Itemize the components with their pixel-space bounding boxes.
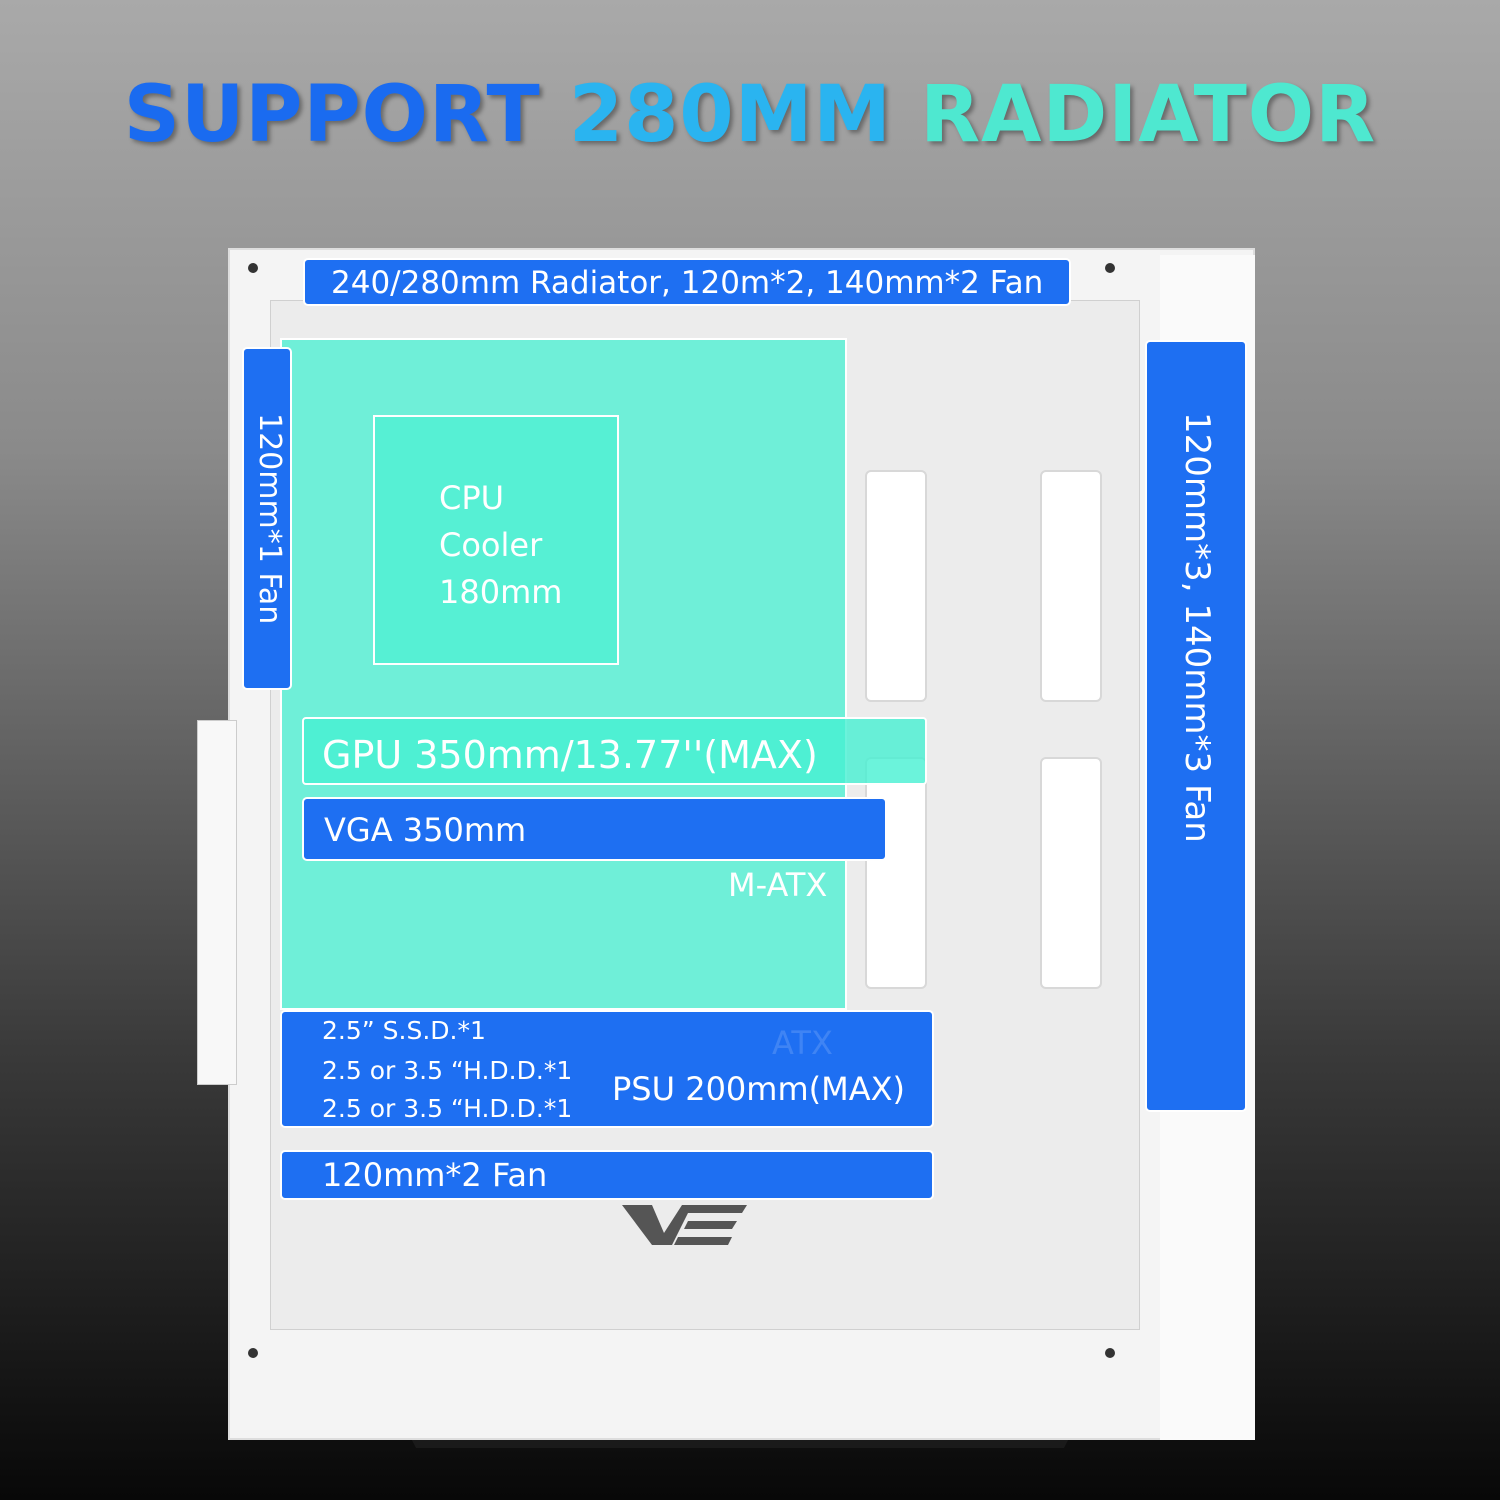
atx-label: ATX <box>772 1024 833 1062</box>
psu-length-label: PSU 200mm(MAX) <box>612 1070 906 1108</box>
rear-fan-label: 120mm*1 Fan <box>242 347 292 690</box>
screw <box>248 263 258 273</box>
screw <box>248 1348 258 1358</box>
screw <box>1105 263 1115 273</box>
drive-hdd: 2.5 or 3.5 “H.D.D.*1 <box>322 1094 573 1123</box>
cable-cutout <box>865 757 927 989</box>
screw <box>1105 1348 1115 1358</box>
cable-cutout <box>1040 757 1102 989</box>
rear-fan-text: 120mm*1 Fan <box>252 413 287 625</box>
drive-hdd: 2.5 or 3.5 “H.D.D.*1 <box>322 1056 573 1085</box>
headline-word-radiator: RADIATOR <box>920 70 1377 160</box>
headline: SUPPORT 280MM RADIATOR <box>0 70 1500 160</box>
psu-drive-label: ATX 2.5” S.S.D.*1 2.5 or 3.5 “H.D.D.*1 2… <box>280 1010 934 1128</box>
cable-cutout <box>865 470 927 702</box>
headline-word-support: SUPPORT <box>123 70 541 160</box>
brand-logo-icon <box>622 1205 747 1245</box>
gpu-length-label: GPU 350mm/13.77''(MAX) <box>302 717 927 785</box>
drive-ssd: 2.5” S.S.D.*1 <box>322 1016 486 1045</box>
bottom-fan-label: 120mm*2 Fan <box>280 1150 934 1200</box>
cooler-height-label: 180mm <box>439 573 563 611</box>
rear-io-bracket <box>197 720 237 1085</box>
cpu-cooler-area: CPU Cooler 180mm <box>373 415 619 665</box>
headline-word-280mm: 280MM <box>568 70 892 160</box>
cooler-label: Cooler <box>439 526 543 564</box>
top-radiator-label: 240/280mm Radiator, 120m*2, 140mm*2 Fan <box>303 258 1071 306</box>
vga-label: VGA 350mm <box>302 797 887 861</box>
cpu-label: CPU <box>439 479 505 517</box>
cable-cutout <box>1040 470 1102 702</box>
front-fan-text: 120mm*3, 140mm*3 Fan <box>1177 412 1217 843</box>
front-fan-label: 120mm*3, 140mm*3 Fan <box>1145 340 1247 1112</box>
brand-logo <box>622 1198 747 1258</box>
matx-label: M-ATX <box>728 866 828 904</box>
